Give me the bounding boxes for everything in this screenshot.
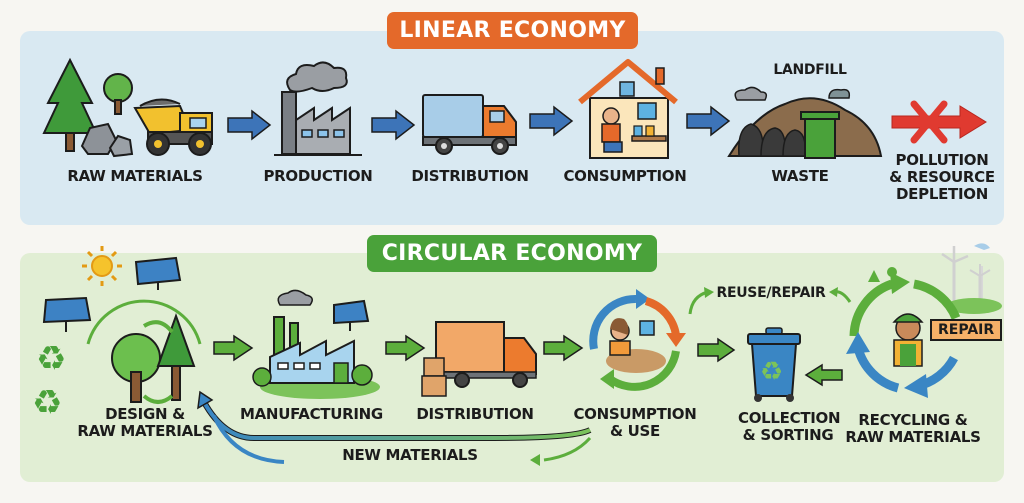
reuse-arrow-left-icon [828,286,852,306]
arrow-right-icon [528,105,574,137]
design-line-1: DESIGN & [105,405,185,423]
house-consumer-icon [576,58,680,162]
pollution-line-2: & RESOURCE [889,168,995,186]
trees-rocks-dump-truck-icon [40,57,220,158]
stage-label-waste: WASTE [771,167,829,185]
stage-label-distribution-circular: DISTRIBUTION [416,405,534,423]
svg-text:♻: ♻ [32,383,62,423]
arrow-right-icon [370,109,416,141]
consumption-line-1: CONSUMPTION [573,405,697,423]
reuse-arrow-icon [686,286,716,316]
trees-solar-recycle-icon: ♻ ♻ [26,240,216,423]
svg-text:♻: ♻ [760,357,783,387]
stage-label-manufacturing: MANUFACTURING [240,405,383,423]
arrow-right-icon [212,334,254,362]
green-factory-solar-icon [250,287,380,399]
collection-line-2: & SORTING [742,426,834,444]
stage-label-raw-materials: RAW MATERIALS [67,167,203,185]
arrow-right-icon [542,334,584,362]
recycling-line-1: RECYCLING & [858,411,968,429]
pollution-line-1: POLLUTION [895,151,989,169]
consumer-cycle-icon [580,285,690,395]
worker-repair-cycle-icon [834,236,1004,406]
arrow-right-icon [384,334,426,362]
truck-boxes-icon [420,318,540,398]
stage-label-distribution: DISTRIBUTION [411,167,529,185]
circular-economy-title: CIRCULAR ECONOMY [367,235,657,272]
arrow-right-icon [696,337,736,363]
svg-text:♻: ♻ [36,339,66,379]
stage-label-consumption-use: CONSUMPTION & USE [570,406,700,440]
recycling-bin-icon: ♻ [746,326,802,404]
recycling-line-2: RAW MATERIALS [845,428,981,446]
pollution-line-3: DEPLETION [896,185,988,203]
stage-label-consumption: CONSUMPTION [563,167,687,185]
new-materials-label: NEW MATERIALS [342,446,478,464]
linear-economy-title: LINEAR ECONOMY [387,12,638,49]
collection-line-1: COLLECTION [738,409,841,427]
arrow-right-icon [226,109,272,141]
stage-label-collection: COLLECTION & SORTING [738,409,841,444]
delivery-truck-icon [420,92,520,156]
reuse-repair-label: REUSE/REPAIR [716,285,826,301]
stage-label-recycling: RECYCLING & RAW MATERIALS [838,412,988,446]
landfill-trash-icon [725,84,885,164]
design-line-2: RAW MATERIALS [77,422,213,440]
repair-sign: REPAIR [930,319,1003,341]
stage-label-pollution: POLLUTION & RESOURCE DEPLETION [882,152,1002,203]
new-materials-return-arrow-icon [194,388,594,468]
stage-label-design: DESIGN & RAW MATERIALS [70,406,220,440]
smoking-factory-icon [272,58,372,158]
arrow-left-icon [804,363,844,387]
landfill-annotation: LANDFILL [773,62,847,78]
arrow-right-icon [685,105,731,137]
blocked-arrow-icon [890,100,990,144]
consumption-line-2: & USE [609,422,661,440]
stage-label-production: PRODUCTION [263,167,373,185]
